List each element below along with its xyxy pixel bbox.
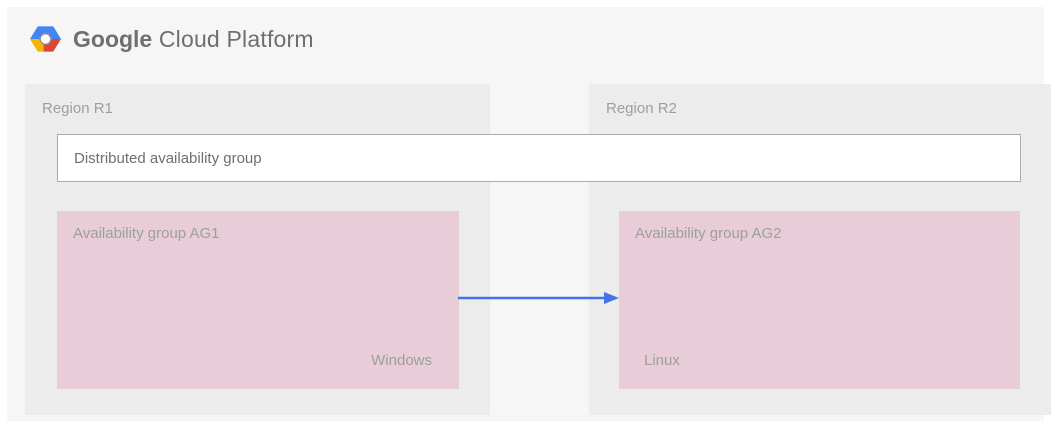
distributed-availability-group-label: Distributed availability group	[74, 149, 262, 167]
region-r2-label: Region R2	[606, 100, 677, 117]
availability-group-ag2-box: Availability group AG2 Linux	[619, 211, 1020, 389]
region-r1-label: Region R1	[42, 100, 113, 117]
ag1-label: Availability group AG1	[73, 225, 220, 242]
brand-lockup: Google Cloud Platform	[73, 26, 314, 53]
ag2-label: Availability group AG2	[635, 225, 782, 242]
distributed-availability-group-box: Distributed availability group	[57, 134, 1021, 182]
brand-google: Google	[73, 25, 153, 52]
ag2-os-label: Linux	[644, 352, 680, 369]
header: Google Cloud Platform	[30, 21, 314, 57]
gcp-logo-icon	[30, 26, 61, 52]
ag1-os-label: Windows	[371, 352, 432, 369]
availability-group-ag1-box: Availability group AG1 Windows	[57, 211, 459, 389]
replication-arrow-icon	[458, 292, 619, 304]
brand-cloud-platform: Cloud Platform	[158, 25, 314, 52]
gcp-panel: Google Cloud Platform Region R1 Region R…	[7, 7, 1051, 421]
